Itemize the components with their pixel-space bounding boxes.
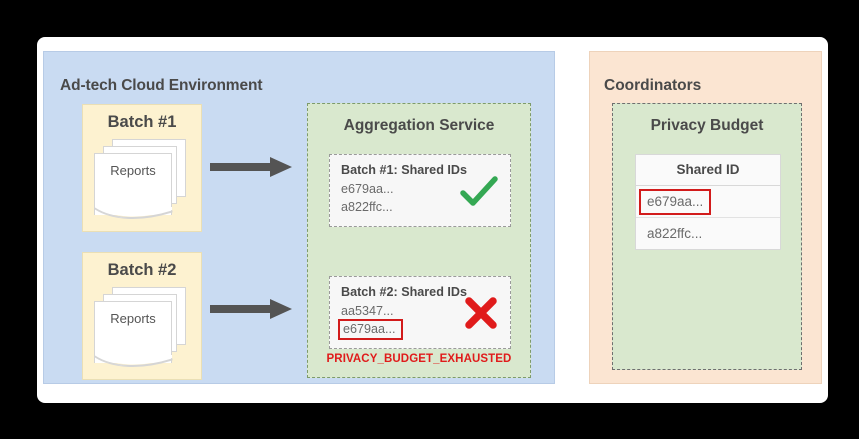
batch-2-box: Batch #2 Reports [82, 252, 202, 380]
batch-1-card-heading: Batch #1: Shared IDs [341, 163, 467, 177]
arrow-batch1-to-aggregation-icon [210, 157, 292, 177]
batch-2-shared-id-1: aa5347... [341, 304, 394, 318]
document-wave-icon [94, 355, 173, 367]
batch-1-box: Batch #1 Reports [82, 104, 202, 232]
cross-icon [465, 297, 497, 329]
report-document-front [94, 301, 172, 363]
batch-1-title: Batch #1 [107, 113, 177, 131]
coordinators-panel: Coordinators Privacy Budget Shared ID e6… [589, 51, 822, 384]
privacy-budget-panel: Privacy Budget Shared ID e679aa... a822f… [612, 103, 802, 370]
privacy-budget-exhausted-error: PRIVACY_BUDGET_EXHAUSTED [326, 353, 512, 365]
batch-1-report-stack: Reports [94, 139, 192, 223]
batch-1-shared-id-2: a822ffc... [341, 200, 393, 214]
arrow-batch2-to-aggregation-icon [210, 299, 292, 319]
table-row: e679aa... [636, 186, 780, 217]
batch-2-shared-id-2-flagged: e679aa... [338, 319, 403, 340]
aggregation-service-panel: Aggregation Service Batch #1: Shared IDs… [307, 103, 531, 378]
privacy-budget-title: Privacy Budget [650, 117, 764, 134]
document-wave-icon [94, 207, 173, 219]
adtech-panel-title: Ad-tech Cloud Environment [60, 77, 263, 94]
report-label: Reports [110, 311, 156, 326]
table-row: a822ffc... [636, 217, 780, 249]
coordinators-title: Coordinators [604, 77, 702, 94]
shared-id-cell-flagged: e679aa... [639, 189, 712, 215]
table-header-shared-id: Shared ID [636, 155, 780, 186]
batch-2-shared-ids-card: Batch #2: Shared IDs aa5347... e679aa... [329, 276, 511, 349]
shared-id-cell: a822ffc... [647, 226, 703, 241]
batch-2-card-heading: Batch #2: Shared IDs [341, 285, 467, 299]
batch-1-shared-ids-card: Batch #1: Shared IDs e679aa... a822ffc..… [329, 154, 511, 227]
check-icon [460, 176, 498, 206]
adtech-cloud-environment-panel: Ad-tech Cloud Environment Batch #1 Repor… [43, 51, 555, 384]
batch-2-title: Batch #2 [107, 261, 177, 279]
aggregation-service-title: Aggregation Service [343, 117, 495, 134]
report-label: Reports [110, 163, 156, 178]
diagram-canvas: Ad-tech Cloud Environment Batch #1 Repor… [37, 37, 828, 403]
batch-1-shared-id-1: e679aa... [341, 182, 394, 196]
report-document-front [94, 153, 172, 215]
batch-2-report-stack: Reports [94, 287, 192, 371]
privacy-budget-table: Shared ID e679aa... a822ffc... [635, 154, 781, 250]
